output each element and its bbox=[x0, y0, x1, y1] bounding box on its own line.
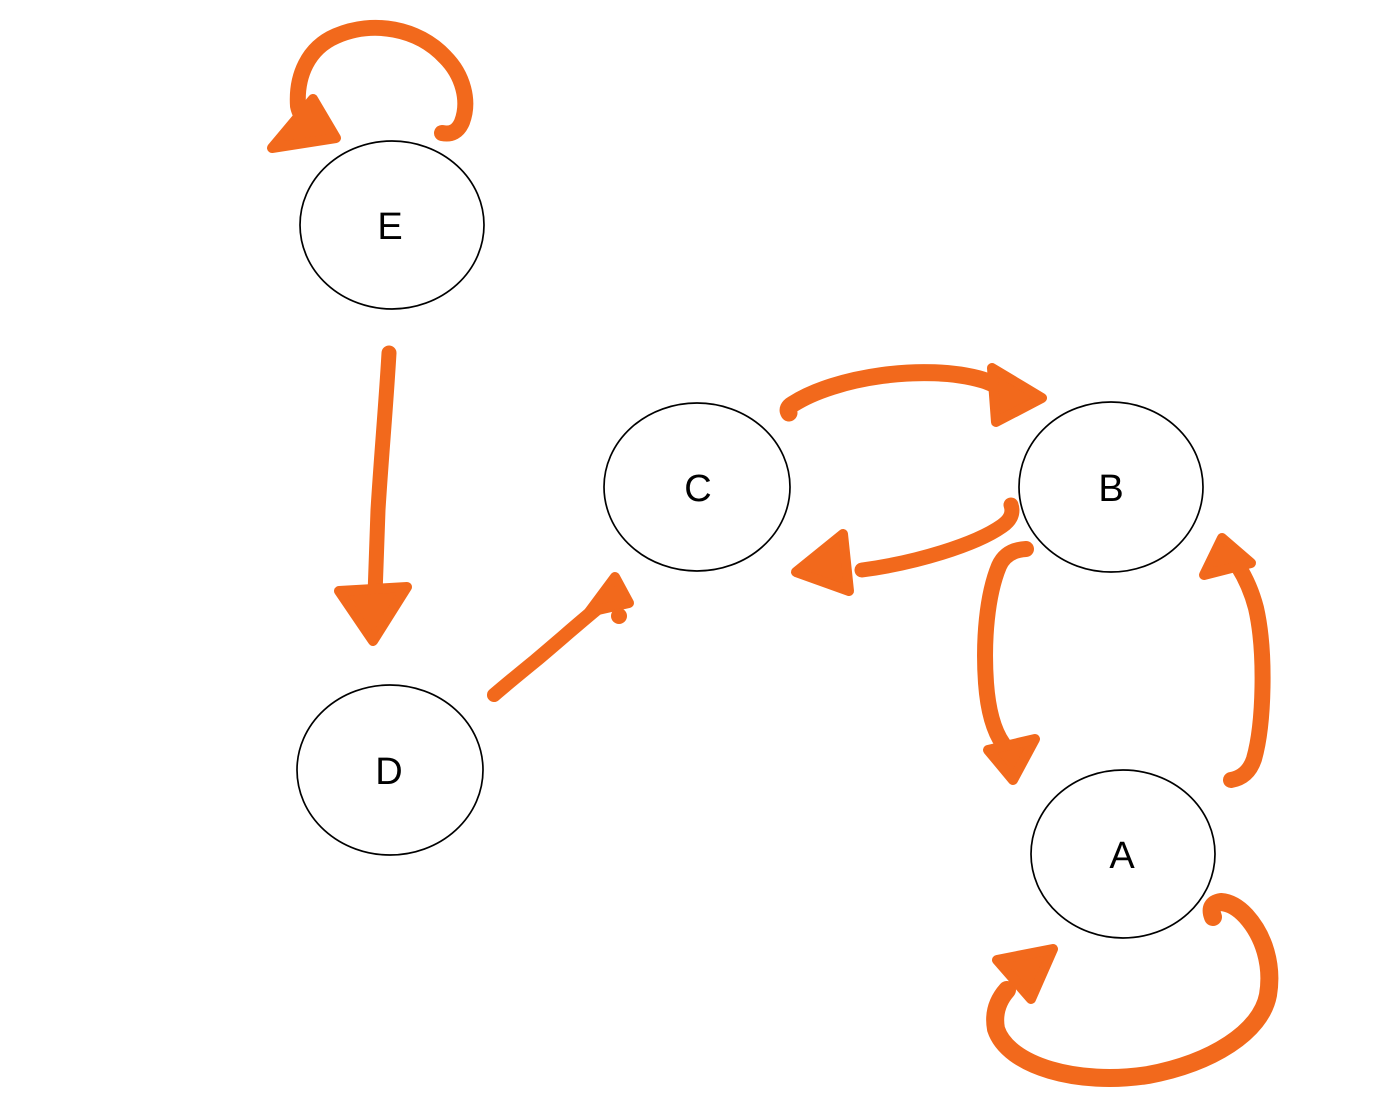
edge-E-to-E-line bbox=[289, 19, 474, 142]
edge-E-to-E-arrowhead bbox=[267, 94, 341, 153]
edge-B-to-C bbox=[791, 497, 1020, 596]
edge-A-to-A-arrowhead bbox=[992, 944, 1058, 1004]
edge-C-to-B bbox=[779, 363, 1047, 427]
edge-E-to-D-arrowhead bbox=[334, 582, 412, 646]
edge-C-to-B-arrowhead bbox=[987, 363, 1047, 427]
edge-B-to-A-arrowhead bbox=[983, 734, 1040, 785]
node-D-label: D bbox=[375, 751, 402, 793]
edge-A-to-B bbox=[1199, 533, 1271, 788]
node-A-circle bbox=[1030, 769, 1216, 939]
node-A: A bbox=[1030, 769, 1216, 939]
node-C-circle bbox=[603, 402, 791, 572]
edge-D-to-C bbox=[487, 572, 634, 702]
edge-D-to-C-line bbox=[487, 598, 608, 702]
edge-E-to-D-line bbox=[367, 345, 397, 603]
node-D-circle bbox=[296, 684, 484, 856]
edge-A-to-A-self-loop bbox=[986, 893, 1279, 1087]
edge-A-to-B-line bbox=[1223, 558, 1271, 788]
edge-B-to-C-line bbox=[854, 497, 1020, 578]
edge-E-to-D bbox=[334, 345, 412, 646]
edge-D-to-C-arrowhead bbox=[584, 572, 634, 617]
node-E: E bbox=[299, 140, 485, 310]
edge-B-to-A-line bbox=[977, 541, 1034, 752]
node-C: C bbox=[603, 402, 791, 572]
edge-A-to-B-arrowhead bbox=[1199, 533, 1256, 580]
node-E-label: E bbox=[377, 206, 402, 248]
node-D: D bbox=[296, 684, 484, 856]
node-A-label: A bbox=[1109, 835, 1135, 877]
node-C-label: C bbox=[684, 468, 711, 510]
node-E-circle bbox=[299, 140, 485, 310]
node-B-label: B bbox=[1098, 468, 1123, 510]
edge-B-to-A bbox=[977, 541, 1040, 785]
edge-B-to-C-arrowhead bbox=[791, 529, 854, 596]
node-B-circle bbox=[1018, 401, 1204, 573]
edge-E-to-E-self-loop bbox=[267, 19, 474, 153]
edge-A-to-A-line bbox=[986, 893, 1279, 1087]
edge-C-to-B-line bbox=[779, 364, 1009, 422]
node-B: B bbox=[1018, 401, 1204, 573]
edge-D-to-C-arrowhead-nub bbox=[611, 608, 627, 624]
